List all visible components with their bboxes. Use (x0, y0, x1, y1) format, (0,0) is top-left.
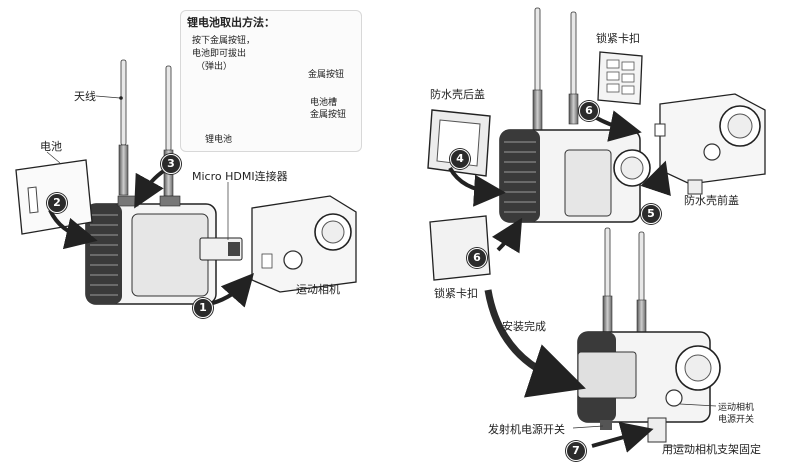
inset-step-line2: 电池即可拔出 (192, 49, 247, 59)
arrow-battery (48, 209, 98, 250)
step-badge-7: 7 (566, 441, 586, 461)
inset-metal-button-2: 金属按钮 (310, 110, 347, 120)
label-front-cover: 防水壳前盖 (684, 194, 739, 207)
label-cam-power-1: 运动相机 (718, 403, 755, 413)
step-badge-6b: 6 (467, 248, 487, 268)
step-badge-2: 2 (47, 193, 67, 213)
right-antenna-3 (602, 227, 613, 337)
left-transmitter (85, 195, 217, 305)
inset-metal-button: 金属按钮 (308, 70, 345, 80)
step-badge-6a: 6 (579, 101, 599, 121)
step-badge-5: 5 (641, 204, 661, 224)
right-antenna-2 (568, 11, 579, 125)
label-tx-power: 发射机电源开关 (488, 423, 565, 436)
label-antenna: 天线 (74, 90, 96, 103)
step-badge-1: 1 (193, 298, 213, 318)
label-lock-clip-bottom: 锁紧卡扣 (434, 287, 478, 300)
step-badge-4: 4 (450, 149, 470, 169)
final-assembly (577, 331, 721, 443)
hdmi-connector (199, 237, 243, 261)
label-mount: 用运动相机支架固定 (662, 443, 761, 456)
right-antenna-1 (532, 7, 543, 133)
antenna-leader (95, 95, 121, 99)
label-cam-power-2: 电源开关 (718, 415, 755, 425)
arrow-antenna (134, 168, 167, 209)
inset-step-line1: 按下金属按钮， (192, 36, 256, 46)
label-battery: 电池 (40, 140, 62, 153)
left-antenna-2 (163, 65, 174, 197)
label-sport-camera: 运动相机 (296, 283, 340, 296)
left-antenna-1 (118, 59, 129, 196)
right-antenna-4 (636, 231, 647, 335)
inset-step-line3: （弹出） (196, 62, 233, 72)
step-badge-3: 3 (161, 154, 181, 174)
label-install-done: 安装完成 (502, 320, 546, 333)
lock-clip-top (597, 51, 643, 105)
inset-lithium-battery-label: 锂电池 (205, 135, 233, 145)
left-sport-camera (251, 195, 357, 293)
right-upper-assembly (499, 129, 651, 223)
label-lock-clip-top: 锁紧卡扣 (596, 32, 640, 45)
label-rear-cover: 防水壳后盖 (430, 88, 485, 101)
front-cover (654, 93, 766, 195)
inset-title: 锂电池取出方法： (187, 16, 275, 29)
arrow-install-complete (484, 289, 586, 398)
inset-battery-slot-label: 电池槽 (310, 98, 338, 108)
inset-panel (180, 10, 362, 152)
label-hdmi: Micro HDMI连接器 (192, 170, 288, 183)
